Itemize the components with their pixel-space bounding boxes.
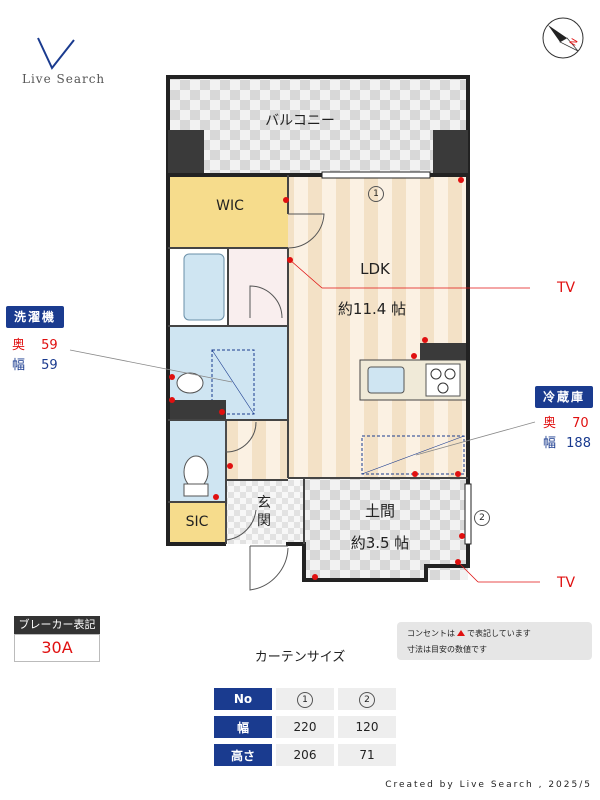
toilet-tank (183, 483, 209, 497)
washer-depth-value: 59 (41, 338, 58, 353)
curtain-row-height: 高さ 206 71 (214, 744, 396, 766)
curtain-header-row: No 1 2 (214, 688, 396, 710)
curtain-row-width: 幅 220 120 (214, 716, 396, 738)
washer-depth-row: 奥 59 (12, 336, 58, 356)
sic-floor (168, 502, 226, 544)
ldk-label: LDK (360, 260, 390, 278)
curtain-cell: 120 (338, 716, 396, 738)
ldk-floor (288, 175, 468, 477)
fridge-depth-label: 奥 (543, 416, 557, 431)
footer-credit: Created by Live Search , 2025/5 (385, 780, 592, 790)
genkan-label: 玄 関 (257, 495, 271, 529)
kitchen-hood-wall (420, 343, 468, 360)
washroom-wall-block (168, 400, 226, 420)
logo-mark-icon (37, 37, 75, 70)
ldk-area-label: 約11.4 帖 (337, 300, 407, 318)
tv-label-doma: TV (557, 575, 576, 591)
fridge-depth-value: 70 (572, 416, 589, 431)
note-line-1-suffix: で表記しています (467, 629, 531, 638)
outlet-legend-icon (457, 630, 465, 636)
balcony-pillar-right (433, 130, 468, 175)
doma-label: 土間 (364, 502, 395, 520)
stove (425, 363, 461, 397)
genkan-floor (226, 480, 304, 544)
balcony-area (166, 75, 470, 177)
balcony-pillar-left (168, 130, 204, 175)
washer-title: 洗濯機 (6, 306, 64, 328)
curtain-table: No 1 2 幅 220 120 高さ 206 71 (210, 682, 400, 772)
fridge-width-value: 188 (566, 436, 591, 451)
note-line-1: コンセントは で表記しています (407, 626, 582, 642)
washer-depth-label: 奥 (12, 338, 26, 353)
curtain-cell: 206 (276, 744, 334, 766)
curtain-row-label: 高さ (214, 744, 272, 766)
washer-width-label: 幅 (12, 358, 26, 373)
note-line-2: 寸法は目安の数値です (407, 645, 487, 654)
doma-area-label: 約3.5 帖 (350, 534, 410, 552)
fridge-title: 冷蔵庫 (535, 386, 593, 408)
wic-label: WIC (216, 198, 244, 214)
curtain-header-1: 1 (276, 688, 334, 710)
kitchen-sink (367, 366, 405, 394)
toilet-bowl (183, 455, 209, 489)
wic-floor (168, 175, 288, 248)
fridge-depth-row: 奥 70 (543, 414, 589, 434)
sic-label: SIC (185, 514, 209, 530)
balcony-label: バルコニー (265, 113, 335, 129)
curtain-title: カーテンサイズ (254, 650, 346, 665)
tv-label-ldk: TV (557, 280, 576, 296)
curtain-header-2: 2 (338, 688, 396, 710)
fridge-width-row: 幅 188 (543, 434, 591, 454)
window-2 (464, 483, 472, 545)
bathtub (183, 253, 225, 321)
note-box: コンセントは で表記しています 寸法は目安の数値です (397, 622, 592, 660)
fridge-width-label: 幅 (543, 436, 557, 451)
breaker-value: 30A (14, 634, 100, 662)
curtain-row-label: 幅 (214, 716, 272, 738)
window-2-number: 2 (474, 510, 490, 526)
curtain-header-1-number: 1 (297, 691, 313, 708)
hall-floor (226, 420, 288, 480)
curtain-cell: 71 (338, 744, 396, 766)
curtain-cell: 220 (276, 716, 334, 738)
window-1-number: 1 (368, 186, 384, 202)
washer-width-value: 59 (41, 358, 58, 373)
sink (176, 372, 204, 394)
doors (225, 213, 325, 591)
doma-floor (304, 477, 468, 580)
floor-plan (69, 75, 540, 591)
logo-text: Live Search (22, 72, 106, 86)
window-1 (321, 171, 431, 179)
breaker-title: ブレーカー表記 (14, 616, 100, 634)
curtain-header-2-number: 2 (359, 691, 375, 708)
washer-space (211, 349, 255, 415)
curtain-header-no: No (214, 688, 272, 710)
washer-width-row: 幅 59 (12, 356, 58, 376)
compass-icon: N (542, 17, 584, 59)
note-line-1-text: コンセントは (407, 629, 455, 638)
svg-text:N: N (569, 37, 581, 48)
